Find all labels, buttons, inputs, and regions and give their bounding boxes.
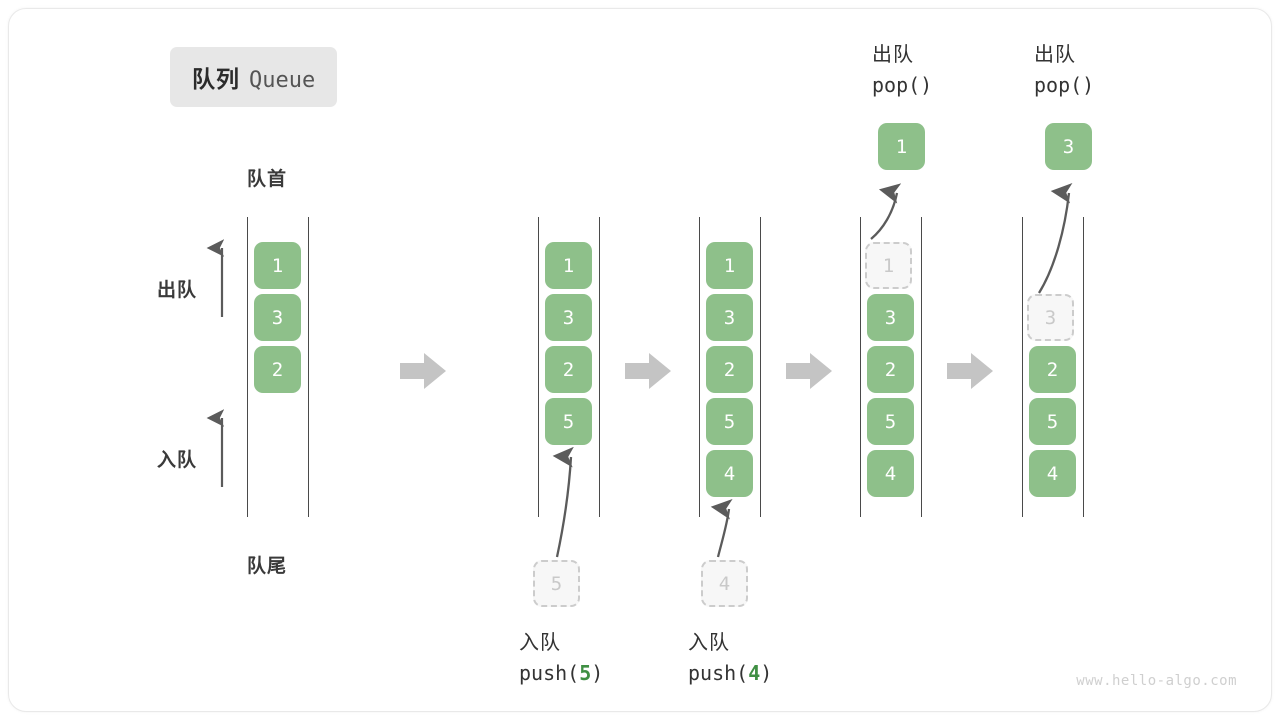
cell-pop1-1: 3 [867,294,914,341]
cell-pop1-4: 4 [867,450,914,497]
op-push4-num: 4 [748,661,761,685]
cell-push5-3: 5 [545,398,592,445]
step-arrow-1 [400,353,446,389]
site-watermark: www.hello-algo.com [1076,673,1237,689]
col-pop3-rail-left [1022,217,1023,517]
queue-head-label: 队首 [247,168,288,190]
col-pop1-rail-left [860,217,861,517]
op-pop1-prefix: pop( [872,73,921,97]
col-push4-rail-right [760,217,761,517]
cell-push4-3: 5 [706,398,753,445]
op-label-pop1-code: pop() [872,70,932,101]
cell-push4-4: 4 [706,450,753,497]
op-label-push4-code: push(4) [688,658,772,689]
cell-pop1-0: 1 [865,242,912,289]
enqueue-direction-arrow [206,409,225,487]
queue-tail-label: 队尾 [247,555,288,577]
cell-push5-0: 1 [545,242,592,289]
pop1-motion-arrow [870,183,902,240]
cell-push5-2: 2 [545,346,592,393]
outgoing-cell-pop3: 3 [1045,123,1092,170]
cell-push5-1: 3 [545,294,592,341]
op-label-push5: 入队 push(5) [519,627,603,689]
cell-initial-1: 3 [254,294,301,341]
cell-pop3-3: 4 [1029,450,1076,497]
enqueue-direction-label: 入队 [157,449,198,471]
col-push5-rail-right [599,217,600,517]
op-push4-prefix: push( [688,661,749,685]
col-initial-rail-right [308,217,309,517]
step-arrow-3 [786,353,832,389]
op-label-push5-code: push(5) [519,658,603,689]
pop3-motion-arrow [1038,182,1073,294]
op-label-push4-cn: 入队 [688,630,730,654]
col-push4-rail-left [699,217,700,517]
op-pop3-prefix: pop( [1034,73,1083,97]
incoming-ghost-push5: 5 [533,560,580,607]
cell-pop3-0: 3 [1027,294,1074,341]
incoming-ghost-push4: 4 [701,560,748,607]
cell-pop1-3: 5 [867,398,914,445]
push5-motion-arrow [552,446,574,558]
dequeue-direction-label: 出队 [157,279,198,301]
step-arrow-2 [625,353,671,389]
op-push5-num: 5 [579,661,592,685]
cell-push4-1: 3 [706,294,753,341]
cell-pop3-1: 2 [1029,346,1076,393]
col-pop1-rail-right [921,217,922,517]
cell-initial-0: 1 [254,242,301,289]
op-label-pop3-cn: 出队 [1034,42,1076,66]
title-chinese: 队列 [192,67,240,93]
op-label-push5-cn: 入队 [519,630,561,654]
cell-initial-2: 2 [254,346,301,393]
op-label-pop3-code: pop() [1034,70,1094,101]
op-label-pop1-cn: 出队 [872,42,914,66]
diagram-card: 队列 Queue 队首 队尾 出队 入队 1 3 2 1 3 2 5 5 [8,8,1272,712]
cell-pop3-2: 5 [1029,398,1076,445]
cell-pop1-2: 2 [867,346,914,393]
op-pop1-suffix: ) [920,73,933,97]
op-push5-suffix: ) [591,661,604,685]
op-label-push4: 入队 push(4) [688,627,772,689]
op-push4-suffix: ) [760,661,773,685]
diagram-title-badge: 队列 Queue [170,47,338,107]
title-english: Queue [249,68,316,93]
col-initial-rail-left [247,217,248,517]
cell-push4-2: 2 [706,346,753,393]
dequeue-direction-arrow [206,239,225,317]
cell-push4-0: 1 [706,242,753,289]
outgoing-cell-pop1: 1 [878,123,925,170]
op-label-pop3: 出队 pop() [1034,39,1094,101]
op-pop3-suffix: ) [1082,73,1095,97]
op-label-pop1: 出队 pop() [872,39,932,101]
step-arrow-4 [947,353,993,389]
push4-motion-arrow [710,499,733,558]
col-push5-rail-left [538,217,539,517]
col-pop3-rail-right [1083,217,1084,517]
op-push5-prefix: push( [519,661,580,685]
